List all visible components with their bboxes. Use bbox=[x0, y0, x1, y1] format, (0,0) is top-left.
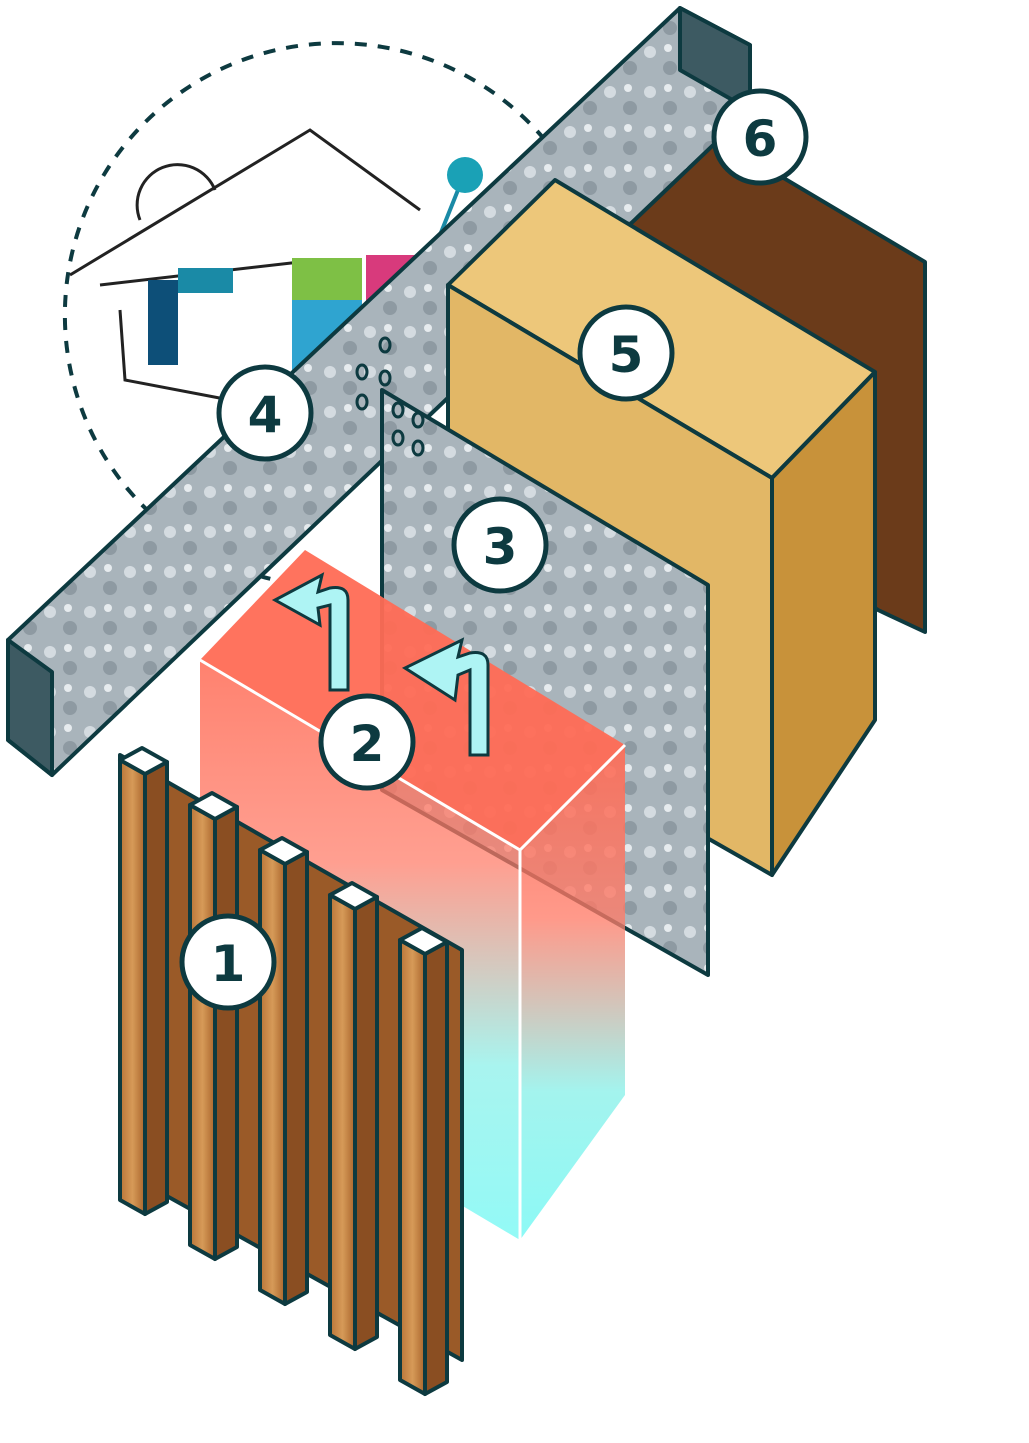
wood-slat bbox=[258, 848, 287, 1306]
label-badge-1: 1 bbox=[179, 913, 277, 1011]
wood-slat bbox=[328, 893, 357, 1351]
dashed-detail-circle bbox=[62, 41, 547, 582]
wood-slat bbox=[258, 836, 309, 866]
label-badge-6: 6 bbox=[711, 88, 809, 186]
wood-slat bbox=[188, 791, 239, 821]
wood-slat bbox=[213, 805, 239, 1261]
wood-slat bbox=[118, 746, 169, 776]
wood-slat-cladding-layer bbox=[118, 746, 464, 1396]
wood-slat bbox=[118, 758, 147, 1216]
label-3-text: 3 bbox=[483, 518, 518, 576]
label-5-text: 5 bbox=[609, 326, 644, 384]
wood-slat bbox=[143, 760, 169, 1216]
wood-slat bbox=[283, 850, 309, 1306]
label-2-text: 2 bbox=[350, 715, 385, 773]
label-badge-2: 2 bbox=[318, 693, 416, 791]
airflow-arrow-icon bbox=[271, 572, 490, 757]
wood-slat bbox=[398, 938, 427, 1396]
label-6-text: 6 bbox=[743, 110, 778, 168]
label-badge-3: 3 bbox=[451, 496, 549, 594]
wood-slat bbox=[353, 895, 379, 1351]
fixing-holes bbox=[355, 336, 392, 411]
wood-slat bbox=[328, 881, 379, 911]
wood-slat bbox=[423, 940, 449, 1396]
wood-slat bbox=[398, 926, 449, 956]
wood-slat bbox=[188, 803, 217, 1261]
label-4-text: 4 bbox=[248, 386, 283, 444]
label-badge-4: 4 bbox=[216, 364, 314, 462]
label-badge-5: 5 bbox=[577, 304, 675, 402]
label-1-text: 1 bbox=[211, 935, 246, 993]
